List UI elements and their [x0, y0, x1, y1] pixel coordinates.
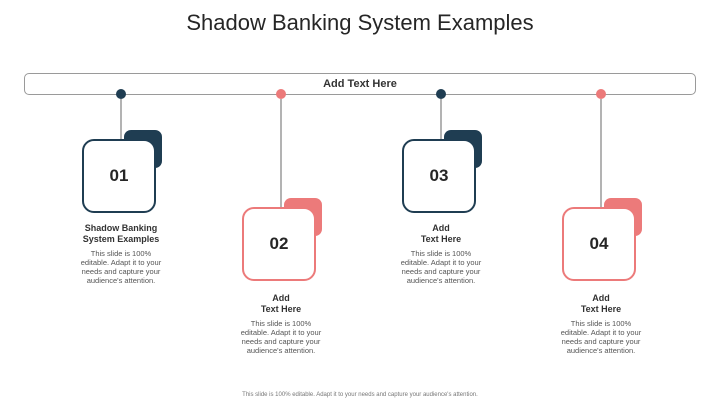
connector-line — [120, 99, 122, 139]
connector-dot — [596, 89, 606, 99]
connector-dot — [276, 89, 286, 99]
connector-dot — [116, 89, 126, 99]
step-01: 01 Shadow Banking System Examples This s… — [66, 0, 176, 404]
step-description: This slide is 100% editable. Adapt it to… — [560, 319, 642, 355]
step-number-box: 03 — [402, 139, 476, 213]
step-number-box: 01 — [82, 139, 156, 213]
step-description: This slide is 100% editable. Adapt it to… — [80, 249, 162, 285]
step-03: 03 Add Text Here This slide is 100% edit… — [386, 0, 496, 404]
connector-dot — [436, 89, 446, 99]
connector-line — [440, 99, 442, 139]
step-heading: Add Text Here — [420, 223, 462, 244]
step-heading: Add Text Here — [580, 293, 622, 314]
step-number-box: 04 — [562, 207, 636, 281]
step-heading: Shadow Banking System Examples — [82, 223, 160, 244]
step-number-box: 02 — [242, 207, 316, 281]
connector-line — [600, 99, 602, 207]
step-heading: Add Text Here — [260, 293, 302, 314]
footer-note: This slide is 100% editable. Adapt it to… — [242, 392, 478, 398]
step-description: This slide is 100% editable. Adapt it to… — [240, 319, 322, 355]
step-02: 02 Add Text Here This slide is 100% edit… — [226, 0, 336, 404]
top-banner: Add Text Here — [24, 73, 696, 95]
connector-line — [280, 99, 282, 207]
step-description: This slide is 100% editable. Adapt it to… — [400, 249, 482, 285]
step-04: 04 Add Text Here This slide is 100% edit… — [546, 0, 656, 404]
page-title: Shadow Banking System Examples — [186, 10, 534, 35]
